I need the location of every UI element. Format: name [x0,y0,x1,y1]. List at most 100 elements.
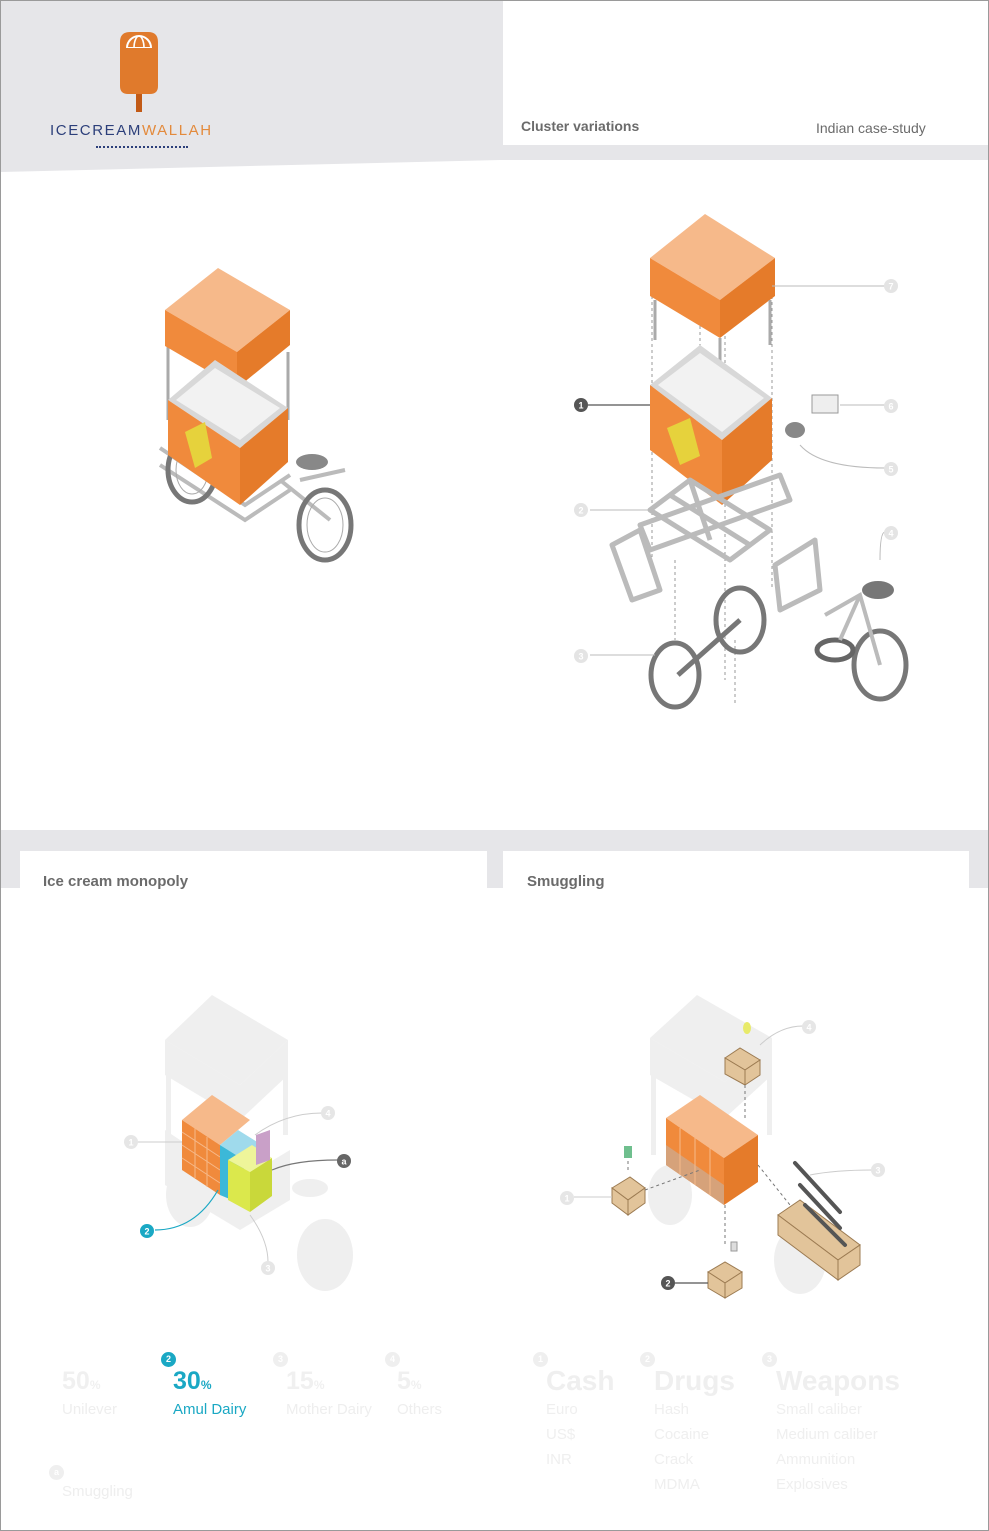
svg-text:3: 3 [875,1166,880,1176]
svg-text:5: 5 [888,465,893,475]
callout-7 [884,279,898,293]
callout-4 [884,526,898,540]
page-subtitle: Indian case-study [816,120,926,136]
cat-badge-3: 3 [762,1352,777,1367]
section-band [1,830,988,888]
cat-badge-1: 1 [533,1352,548,1367]
mono-callout-3 [261,1261,275,1275]
svg-text:4: 4 [806,1023,811,1033]
category-item: Ammunition [776,1451,856,1468]
stat-label: Unilever [62,1401,118,1418]
mono-callout-1 [124,1135,138,1149]
svg-text:7: 7 [888,282,893,292]
stat-unit: % [200,1378,212,1392]
pill-icon [743,1022,751,1034]
stat-smuggling: Smuggling [62,1478,152,1502]
stat-value: 5 [397,1367,411,1395]
smuggling-title: Smuggling [527,873,605,890]
stat-value: 30 [173,1367,201,1395]
lock-icon [785,422,805,438]
category-item: Crack [654,1451,694,1468]
wheel-icon [648,640,702,710]
category-title: Cash [546,1365,615,1396]
svg-text:2: 2 [144,1227,149,1237]
smug-callout-2 [661,1276,675,1290]
mono-callout-2 [140,1224,154,1238]
callout-1 [574,398,588,412]
wheel-icon [713,585,767,655]
socket-icon [811,394,839,414]
cash-icon [624,1146,632,1158]
category-title: Weapons [776,1365,900,1396]
category-title: Drugs [654,1365,735,1396]
stat-others: 5% Others [397,1367,487,1420]
category-item: Medium caliber [776,1426,878,1443]
cat-badge-2: 2 [640,1352,655,1367]
wheel-icon [296,487,354,563]
svg-text:1: 1 [128,1138,133,1148]
logo [30,20,270,160]
logo-wordmark: ICECREAMWALLAH [50,122,213,139]
smug-callout-1 [560,1191,574,1205]
svg-text:a: a [341,1157,347,1167]
mono-callout-a [337,1154,351,1168]
stat-label: Smuggling [62,1483,133,1500]
category-item: Explosives [776,1476,848,1493]
category-drugs: Drugs Hash Cocaine Crack MDMA [654,1365,735,1497]
category-weapons: Weapons Small caliber Medium caliber Amm… [776,1365,900,1497]
stat-unilever: 50% Unilever [62,1367,152,1420]
stat-label: Amul Dairy [173,1401,247,1418]
rifle-icon [793,1161,847,1247]
logo-word-icecream: ICECREAM [50,122,142,139]
monopoly-title: Ice cream monopoly [43,873,189,890]
svg-text:3: 3 [265,1264,270,1274]
svg-text:2: 2 [578,506,583,516]
seat-icon [296,454,328,470]
drug-icon [730,1241,738,1252]
stat-badge-3: 3 [273,1352,288,1367]
stat-mother-dairy: 15% Mother Dairy [286,1367,376,1420]
stat-value: 50 [62,1367,90,1395]
callout-5 [884,462,898,476]
stat-unit: % [410,1378,422,1392]
category-item: Euro [546,1401,578,1418]
svg-text:2: 2 [665,1279,670,1289]
svg-text:1: 1 [578,401,583,411]
stat-badge-a: a [49,1465,64,1480]
header-band [1,1,988,172]
stat-unit: % [313,1378,325,1392]
popsicle-globe-icon [120,32,158,112]
seat-icon [862,581,894,599]
svg-text:1: 1 [564,1194,569,1204]
svg-text:4: 4 [325,1109,330,1119]
category-cash: Cash Euro US$ INR [546,1365,614,1472]
category-item: Hash [654,1401,690,1418]
svg-text:3: 3 [578,652,583,662]
stat-value: 15 [286,1367,314,1395]
svg-text:4: 4 [888,529,893,539]
stat-badge-4: 4 [385,1352,400,1367]
stat-label: Others [397,1401,443,1418]
stat-label: Mother Dairy [286,1401,372,1418]
callout-2 [574,503,588,517]
stat-badge-2: 2 [161,1352,176,1367]
page-title: Cluster variations [521,118,640,134]
category-item: Small caliber [776,1401,862,1418]
category-item: MDMA [654,1476,700,1493]
category-item: INR [546,1451,572,1468]
category-item: Cocaine [654,1426,710,1443]
smug-callout-3 [871,1163,885,1177]
logo-dots [96,146,188,148]
callout-3 [574,649,588,663]
smug-callout-4 [802,1020,816,1034]
callout-6 [884,399,898,413]
mono-callout-4 [321,1106,335,1120]
wheel-icon [851,628,909,702]
svg-text:6: 6 [888,402,893,412]
stat-unit: % [89,1378,101,1392]
stat-amul-dairy: 30% Amul Dairy [173,1367,263,1420]
